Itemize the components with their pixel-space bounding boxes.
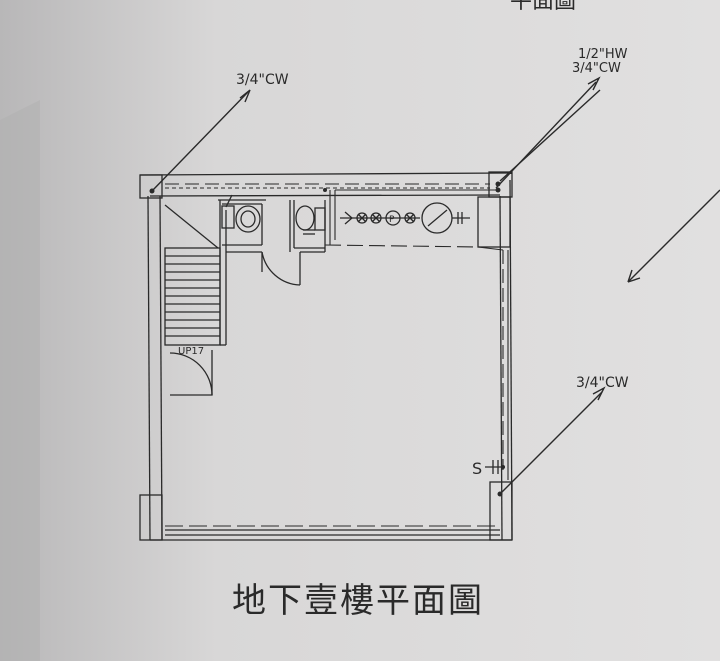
pump-assembly [340, 202, 470, 234]
label-cw-top-left: 3/4"CW [236, 72, 289, 88]
label-hw-top-right: 1/2"HW [578, 47, 628, 62]
label-sprinkler: S [472, 459, 482, 478]
label-top-fragment: 平面圖 [510, 0, 576, 14]
stair [164, 200, 227, 396]
leader-lines [151, 76, 720, 495]
drawing-title: 地下壹樓平面圖 [232, 581, 484, 621]
piping-runs [165, 183, 509, 480]
toilet-room [218, 194, 326, 286]
page-shadow [0, 100, 40, 661]
label-pump: P [389, 215, 395, 225]
pipe-connection-points [149, 181, 505, 497]
label-cw-right: 3/4"CW [576, 375, 629, 391]
sprinkler-symbol [485, 460, 503, 474]
label-cw-top-right: 3/4"CW [572, 61, 621, 76]
label-stair-up: UP17 [178, 346, 204, 357]
